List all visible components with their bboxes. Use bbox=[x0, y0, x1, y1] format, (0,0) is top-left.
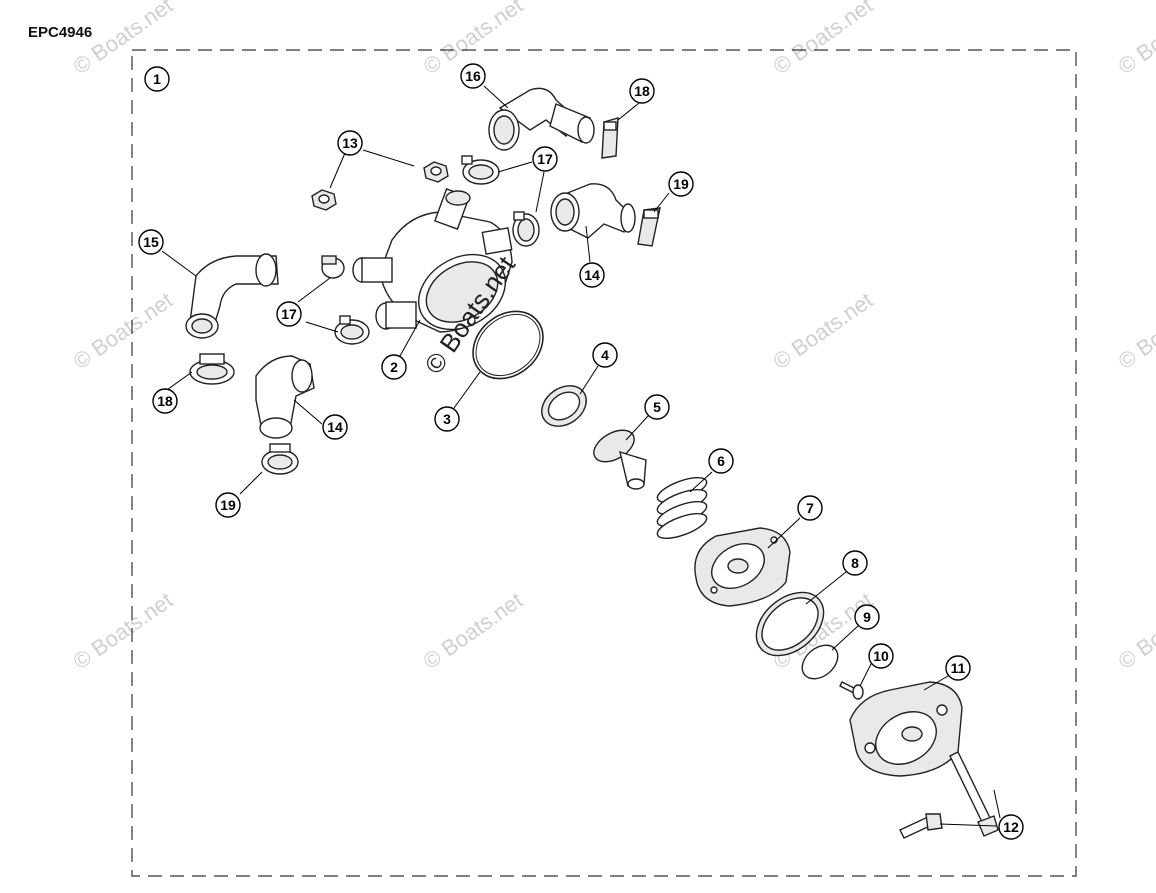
callout-label: 6 bbox=[717, 453, 725, 469]
watermark: © Boats.net bbox=[69, 287, 178, 374]
callout-14-left: 14 bbox=[322, 414, 348, 440]
callout-label: 17 bbox=[281, 306, 297, 322]
part-17-clamp-left-b bbox=[334, 315, 370, 345]
callout-10: 10 bbox=[868, 643, 894, 669]
callout-label: 5 bbox=[653, 399, 661, 415]
part-14-elbow-hose-right bbox=[550, 183, 636, 239]
callout-16: 16 bbox=[460, 63, 486, 89]
callout-label: 11 bbox=[951, 660, 966, 676]
callout-label: 18 bbox=[634, 83, 650, 99]
callout-1: 1 bbox=[144, 66, 170, 92]
callout-18-top: 18 bbox=[629, 78, 655, 104]
callout-label: 10 bbox=[873, 648, 889, 664]
watermark: © Boats.net bbox=[769, 287, 878, 374]
callout-label: 16 bbox=[465, 68, 481, 84]
part-12-bolt-lower bbox=[899, 813, 943, 839]
callout-label: 19 bbox=[673, 176, 689, 192]
watermark: © Boats.net bbox=[1114, 287, 1156, 374]
part-2-thermostat-housing bbox=[352, 188, 513, 333]
callout-8: 8 bbox=[842, 550, 868, 576]
part-19-clamp-left bbox=[261, 443, 299, 475]
callout-label: 8 bbox=[851, 555, 859, 571]
callout-6: 6 bbox=[708, 448, 734, 474]
part-14-elbow-hose-left bbox=[255, 355, 315, 439]
callout-label: 2 bbox=[390, 359, 398, 375]
watermark: © Boats.net bbox=[769, 0, 878, 79]
callout-label: 15 bbox=[143, 234, 159, 250]
callout-label: 13 bbox=[342, 135, 358, 151]
callout-5: 5 bbox=[644, 394, 670, 420]
part-4-seal bbox=[541, 385, 587, 427]
part-3-o-ring bbox=[472, 310, 544, 380]
part-18-clip-top bbox=[601, 117, 619, 159]
callout-18-left: 18 bbox=[152, 388, 178, 414]
part-19-clip-right bbox=[637, 207, 661, 247]
callout-19-left: 19 bbox=[215, 492, 241, 518]
part-11-cover bbox=[849, 681, 963, 777]
callout-3: 3 bbox=[434, 406, 460, 432]
callout-label: 7 bbox=[806, 500, 814, 516]
watermark: © Boats.net bbox=[419, 587, 528, 674]
diagram-code: EPC4946 bbox=[28, 24, 93, 41]
callout-4: 4 bbox=[592, 342, 618, 368]
callout-7: 7 bbox=[797, 495, 823, 521]
watermarks: © Boats.net © Boats.net © Boats.net © Bo… bbox=[69, 0, 1156, 674]
part-13-nut-left bbox=[311, 189, 337, 211]
callout-label: 9 bbox=[863, 609, 871, 625]
callout-label: 14 bbox=[327, 419, 343, 435]
part-9-washer bbox=[801, 644, 839, 680]
callout-17-right: 17 bbox=[532, 146, 558, 172]
callout-13: 13 bbox=[337, 130, 363, 156]
part-10-screw bbox=[839, 681, 864, 700]
callout-label: 14 bbox=[584, 267, 600, 283]
part-8-diaphragm bbox=[755, 591, 825, 657]
part-16-elbow-hose bbox=[488, 87, 595, 151]
part-13-nut-right bbox=[423, 161, 449, 183]
callout-17-left: 17 bbox=[276, 301, 302, 327]
part-7-gasket-plate bbox=[694, 527, 791, 607]
part-17-clamp-right bbox=[512, 211, 540, 247]
part-12-bolt-upper bbox=[949, 751, 999, 837]
leader-lines bbox=[161, 85, 1001, 827]
callout-label: 19 bbox=[220, 497, 236, 513]
callout-11: 11 bbox=[945, 655, 971, 681]
callout-14-right: 14 bbox=[579, 262, 605, 288]
callout-2: 2 bbox=[381, 354, 407, 380]
part-5-thermostat bbox=[593, 429, 647, 490]
callouts: 1 2 3 4 5 6 7 8 9 10 11 12 13 14 14 15 1… bbox=[138, 63, 1024, 840]
kit-border bbox=[131, 49, 1077, 877]
watermark: © Boats.net bbox=[1114, 0, 1156, 79]
watermark: © Boats.net bbox=[69, 587, 178, 674]
part-18-clamp-left bbox=[189, 353, 235, 385]
callout-12: 12 bbox=[998, 814, 1024, 840]
part-15-elbow-hose-left bbox=[185, 253, 279, 339]
callout-label: 17 bbox=[537, 151, 553, 167]
callout-label: 4 bbox=[601, 347, 609, 363]
callout-label: 18 bbox=[157, 393, 173, 409]
watermark: © Boats.net bbox=[1114, 587, 1156, 674]
callout-9: 9 bbox=[854, 604, 880, 630]
callout-15: 15 bbox=[138, 229, 164, 255]
part-17-clamp-left-a bbox=[321, 255, 345, 279]
part-6-spring bbox=[656, 477, 708, 539]
callout-label: 12 bbox=[1003, 819, 1019, 835]
part-17-clamp-top bbox=[461, 155, 500, 185]
callout-label: 1 bbox=[153, 71, 161, 87]
callout-label: 3 bbox=[443, 411, 451, 427]
callout-19-right: 19 bbox=[668, 171, 694, 197]
